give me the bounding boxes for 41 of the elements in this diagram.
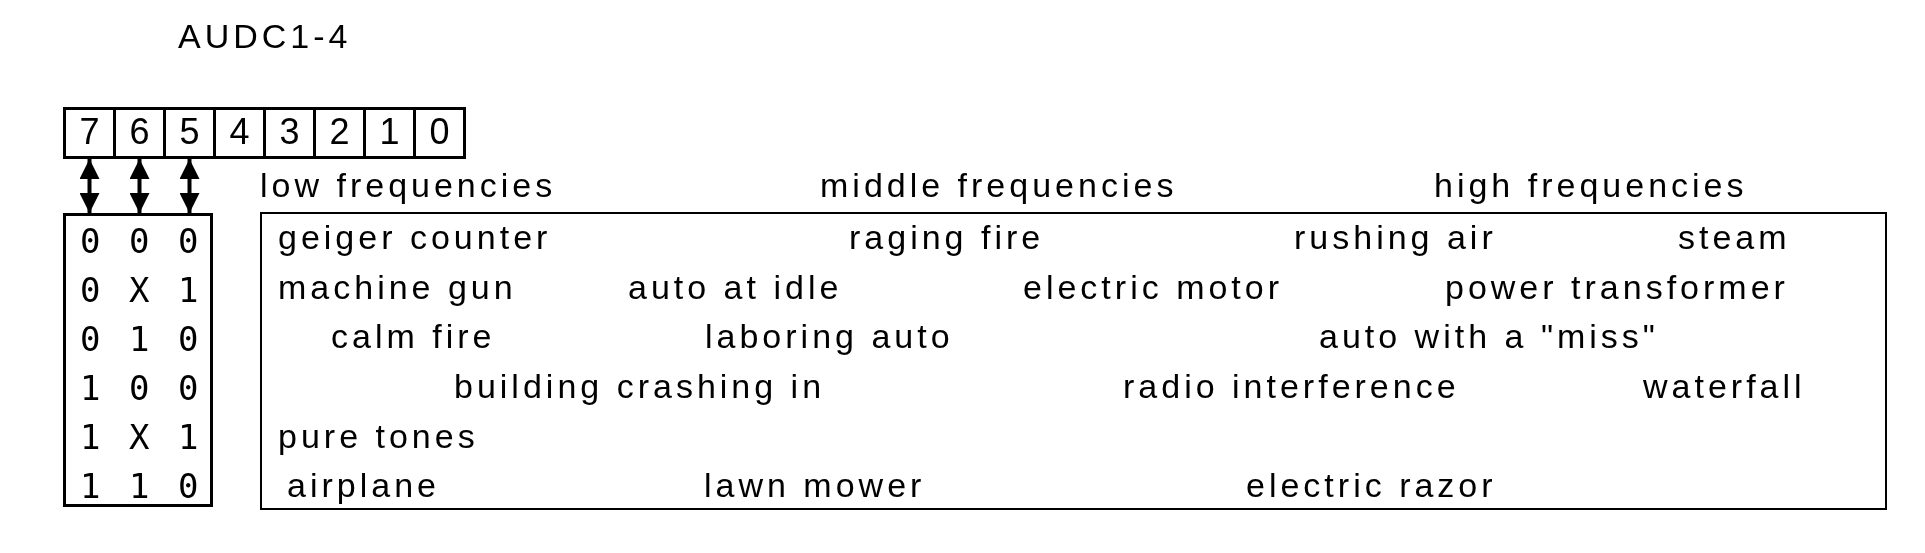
sound-name: geiger counter [278,216,552,257]
sound-name: machine gun [278,266,517,307]
sound-name: power transformer [1445,266,1789,307]
bit-code: 0 0 0 [80,220,203,261]
sound-name: building crashing in [454,365,826,406]
sound-name: lawn mower [704,465,926,506]
code-table [63,213,213,507]
sound-name: raging fire [849,216,1045,257]
sound-name: pure tones [278,415,479,456]
diagram-title: AUDC1-4 [178,16,352,56]
sound-name: electric razor [1246,465,1497,506]
bit-cell: 4 [213,107,266,159]
sound-name: electric motor [1023,266,1284,307]
sound-name: rushing air [1294,216,1497,257]
bit-code: 0 X 1 [80,269,203,310]
sound-table [260,212,1887,510]
column-heading: low frequencies [260,165,557,205]
bit-code: 1 X 1 [80,416,203,457]
sound-name: auto at idle [628,266,843,307]
column-heading: high frequencies [1434,165,1748,205]
bit-cell: 7 [63,107,116,159]
sound-name: auto with a "miss" [1319,316,1659,357]
bit-code: 0 1 0 [80,318,203,359]
bit-cell: 6 [113,107,166,159]
sound-name: calm fire [331,316,496,357]
bit-cell: 5 [163,107,216,159]
sound-name: steam [1678,216,1791,257]
sound-name: waterfall [1643,365,1806,406]
bit-code: 1 1 0 [80,465,203,506]
double-arrow [179,159,200,213]
double-arrow [129,159,150,213]
bit-cell: 3 [263,107,316,159]
double-arrow [79,159,100,213]
sound-name: laboring auto [705,316,954,357]
sound-name: airplane [287,465,440,506]
bit-cell: 0 [413,107,466,159]
bit-cell: 2 [313,107,366,159]
column-heading: middle frequencies [820,165,1178,205]
bit-code: 1 0 0 [80,367,203,408]
sound-name: radio interference [1123,365,1460,406]
bit-cell: 1 [363,107,416,159]
